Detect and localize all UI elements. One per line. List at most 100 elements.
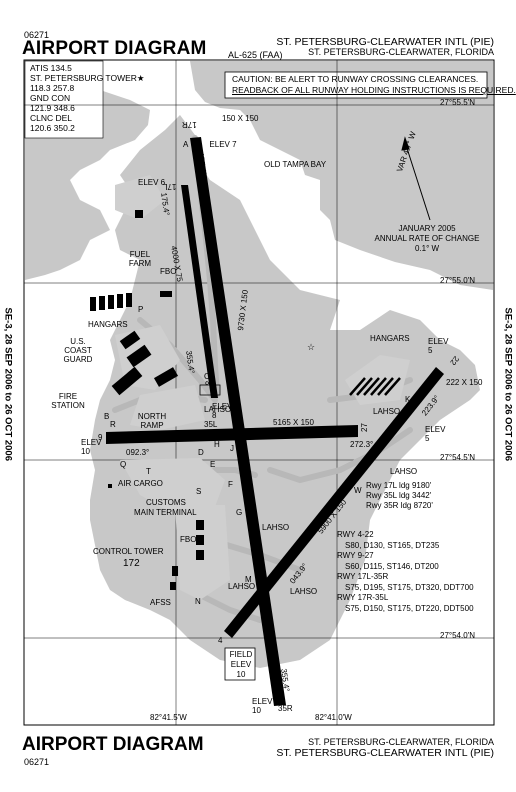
- al-number: AL-625 (FAA): [228, 50, 283, 60]
- air-cargo-marker: [108, 484, 112, 488]
- hangars-label-east: HANGARS: [370, 334, 410, 343]
- taxiway-j-label: J: [230, 444, 234, 453]
- fire-station-label: FIRE STATION: [51, 392, 85, 410]
- coast-guard-hangar-2: [126, 344, 152, 368]
- taxiway-k: [267, 427, 413, 484]
- freq-gnd-label: GND CON: [30, 93, 71, 103]
- hangar-2: [99, 296, 105, 310]
- rwy-info-7: S75, D150, ST175, DT220, DDT500: [345, 603, 474, 613]
- bay-label: OLD TAMPA BAY: [264, 160, 327, 169]
- terminal-building-2: [196, 535, 204, 545]
- runways: [106, 137, 444, 706]
- runway-17r-35l: [181, 185, 218, 398]
- rwy-info-0: RWY 4-22: [337, 530, 374, 539]
- grid-lat-label-3: 27°54.5'N: [440, 453, 475, 462]
- ldg-17l: Rwy 17L ldg 9180': [366, 481, 432, 490]
- freq-tower-label: ST. PETERSBURG TOWER★: [30, 73, 145, 83]
- taxiway-d-label: D: [198, 448, 204, 457]
- taxiway-e-label: E: [210, 460, 216, 469]
- rwy-27-label: 27: [359, 423, 369, 432]
- airport-location: ST. PETERSBURG-CLEARWATER, FLORIDA: [308, 47, 494, 57]
- hangars-label-west: HANGARS: [88, 320, 128, 329]
- taxiway-w-label: W: [354, 486, 362, 495]
- caution-note: CAUTION: BE ALERT TO RUNWAY CROSSING CLE…: [232, 74, 516, 96]
- elev-9: ELEV 10: [81, 438, 102, 456]
- fuel-farm-label: FUEL FARM: [128, 250, 152, 268]
- grid-lines: [24, 60, 494, 725]
- terminal-building-1: [196, 520, 204, 530]
- taxiway-a-label: A: [183, 140, 189, 149]
- runway-4-22: [224, 367, 444, 638]
- taxiway-s-label: S: [196, 487, 202, 496]
- control-tower-label: CONTROL TOWER: [93, 547, 164, 556]
- rwy-17l-label: 17L: [163, 182, 177, 191]
- rwy-info-5: S75, D195, ST175, DT320, DDT700: [345, 582, 474, 592]
- field-elev-box: [224, 647, 256, 681]
- hangar-5: [126, 293, 132, 307]
- north-ramp-label: NORTH RAMP: [137, 412, 167, 430]
- terminal-building-3: [196, 550, 204, 560]
- hangar-1: [90, 297, 96, 311]
- taxiway-n-label: N: [195, 597, 201, 606]
- land-top-right: [190, 61, 493, 290]
- variation-rate-label: ANNUAL RATE OF CHANGE: [374, 234, 480, 243]
- grid-lon-label-1: 82°41.5'W: [150, 713, 187, 722]
- air-cargo-label: AIR CARGO: [118, 479, 163, 488]
- taxiway-q-label: Q: [120, 460, 127, 469]
- grid-lat-label-1: 27°55.5'N: [440, 98, 475, 107]
- fbo-label-north: FBO: [160, 267, 177, 276]
- grid-lon-label-2: 82°41.0'W: [315, 713, 352, 722]
- hangar-buildings: [90, 210, 204, 590]
- lahso-4: LAHSO: [262, 523, 290, 532]
- lahso-marker-1: [199, 384, 221, 396]
- rwy-35r-label: 35R: [278, 704, 293, 713]
- variation-rate: 0.1° W: [414, 244, 440, 253]
- lahso-6: LAHSO: [290, 587, 318, 596]
- taxiway-c-label: C: [204, 372, 210, 381]
- taxiway-r-label: R: [110, 420, 116, 429]
- freq-tower-values: 118.3 257.8: [30, 83, 75, 93]
- elev-27: ELEV 5: [425, 425, 446, 443]
- runway-info-block: RWY 4-22 S80, D130, ST165, DT235 RWY 9-2…: [337, 530, 474, 614]
- freq-atis: ATIS 134.5: [30, 63, 72, 73]
- grid-lat-label-4: 27°54.0'N: [440, 631, 475, 640]
- elev-17r: ELEV 7: [209, 140, 237, 149]
- north-ramp-building: [153, 367, 179, 387]
- terminal-label: MAIN TERMINAL: [134, 508, 197, 517]
- caution-line-2: READBACK OF ALL RUNWAY HOLDING INSTRUCTI…: [232, 85, 516, 95]
- hangars-east-rows: [349, 377, 401, 396]
- dim-top: 150 X 150: [222, 114, 259, 123]
- elev-35r: ELEV 10: [252, 697, 273, 715]
- lahso-2: LAHSO: [373, 407, 401, 416]
- rwy-info-4: RWY 17L-35R: [337, 572, 389, 581]
- apron-air-cargo: [120, 458, 225, 520]
- customs-label: CUSTOMS: [146, 498, 186, 507]
- elev-17l: ELEV 6: [138, 178, 166, 187]
- rwy-17r-label: 17R: [182, 120, 197, 129]
- frequency-list: ATIS 134.5 ST. PETERSBURG TOWER★ 118.3 2…: [30, 63, 145, 133]
- freq-clnc-label: CLNC DEL: [30, 113, 73, 123]
- hangar-3: [108, 295, 114, 309]
- rwy-info-1: S80, D130, ST165, DT235: [345, 540, 440, 550]
- footer-airport-name: ST. PETERSBURG-CLEARWATER INTL (PIE): [276, 747, 494, 759]
- taxiway-t-label: T: [146, 467, 151, 476]
- taxiway-g-label: G: [236, 508, 243, 517]
- caution-box: [224, 71, 488, 99]
- runway-17l-35r: [190, 137, 286, 706]
- arrow-head: [401, 136, 410, 151]
- control-tower-building: [172, 566, 178, 576]
- grid-lat-label-2: 27°55.0'N: [440, 276, 475, 285]
- field-elev-value: 10: [236, 670, 246, 679]
- taxiway-k-label: K: [405, 395, 411, 404]
- field-elev-title: FIELD ELEV: [229, 650, 253, 669]
- taxiway-f-label: F: [228, 480, 233, 489]
- hdg-27: 272.3°: [350, 440, 374, 449]
- variation-arrow: [401, 136, 431, 221]
- taxiway-p-label: P: [138, 305, 144, 314]
- freq-clnc-values: 120.6 350.2: [30, 123, 75, 133]
- dim-922: 5165 X 150: [273, 418, 314, 427]
- lahso-1: LAHSO: [204, 405, 232, 414]
- ldg-35l: Rwy 35L ldg 3442': [366, 491, 432, 500]
- coast-guard-hangar-1: [119, 330, 141, 350]
